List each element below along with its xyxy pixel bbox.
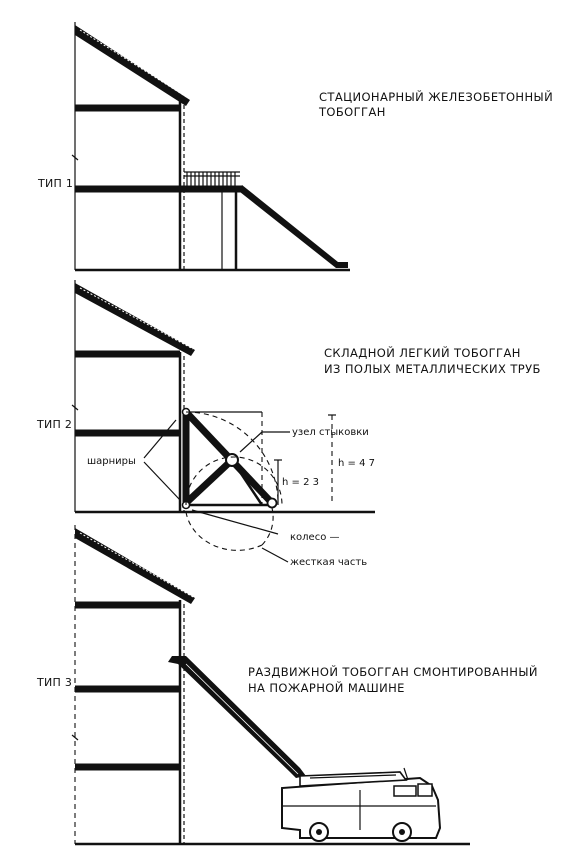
type2-hinge-leader [143, 419, 177, 459]
type3-section: ТИП 3 РАЗДВИЖНОЙ ТОБОГГАН СМОНТИРОВАННЫЙ… [36, 525, 538, 846]
fire-truck-window [393, 785, 417, 797]
type2-caption-line1: СКЛАДНОЙ ЛЕГКИЙ ТОБОГГАН [324, 345, 521, 360]
type2-joint-node-label: узел стыковки [292, 427, 369, 438]
type2-height-small: h = 2 3 [282, 477, 319, 488]
type2-caption-line2: ИЗ ПОЛЫХ МЕТАЛЛИЧЕСКИХ ТРУБ [324, 362, 541, 376]
type2-wheel [266, 497, 278, 509]
type2-joint-node [225, 453, 239, 467]
type2-fold-arc-outer [185, 411, 279, 501]
type2-rigid-part-label: жесткая часть [290, 557, 367, 568]
type1-caption-line1: СТАЦИОНАРНЫЙ ЖЕЛЕЗОБЕТОННЫЙ [319, 89, 553, 104]
type2-fold-arc-inner [185, 456, 283, 506]
type2-fold-arc-lower [185, 511, 263, 551]
type2-height-large: h = 4 7 [338, 458, 375, 469]
type2-label: ТИП 2 [36, 418, 72, 431]
type1-section: ТИП 1 СТАЦИОНАРНЫЙ ЖЕЛЕЗОБЕТОННЫЙ ТОБОГГ… [37, 22, 553, 272]
type2-section: ТИП 2 СКЛАДНОЙ ЛЕГКИЙ ТОБОГГАН ИЗ ПОЛЫХ … [36, 280, 541, 568]
type1-caption-line2: ТОБОГГАН [318, 105, 386, 119]
type1-roof [75, 25, 190, 106]
type3-roof [75, 528, 195, 604]
type3-caption-line2: НА ПОЖАРНОЙ МАШИНЕ [248, 680, 405, 695]
type3-label: ТИП 3 [36, 676, 72, 689]
type2-roof [75, 283, 195, 356]
type2-wheel-label: колесо — [290, 532, 340, 543]
type1-slide [240, 185, 348, 268]
fire-truck [281, 767, 442, 842]
type1-label: ТИП 1 [37, 177, 73, 190]
type1-balcony-railing [184, 171, 240, 189]
type2-joint-leader [239, 431, 263, 453]
type2-wheel-leader [191, 509, 279, 535]
type3-caption-line1: РАЗДВИЖНОЙ ТОБОГГАН СМОНТИРОВАННЫЙ [248, 664, 538, 679]
type2-hinges-label: шарниры [87, 456, 136, 467]
type2-rigid-leader [261, 547, 289, 563]
